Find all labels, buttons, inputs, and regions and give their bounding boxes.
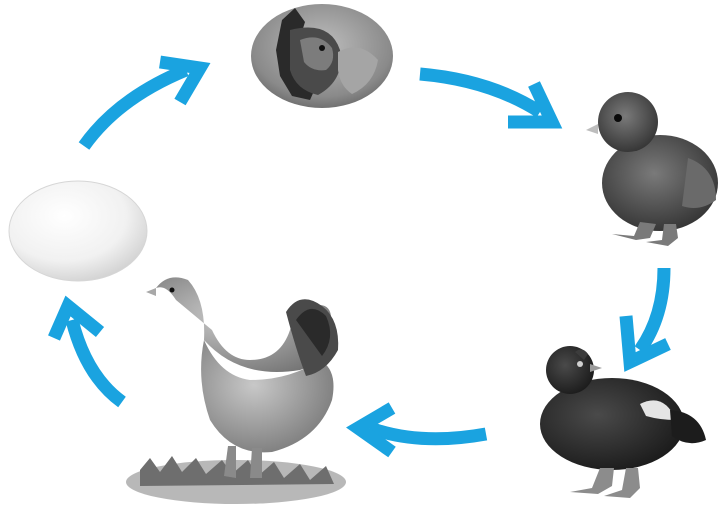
egg-icon bbox=[9, 181, 147, 281]
arrow-hatching-to-chick bbox=[420, 74, 552, 122]
arrow-egg-to-hatching bbox=[84, 62, 200, 146]
young-chicken-icon bbox=[540, 346, 706, 498]
hatching-egg-icon bbox=[251, 4, 393, 108]
hen-icon bbox=[126, 277, 346, 504]
arrow-young-to-hen bbox=[358, 408, 486, 452]
arrow-chick-to-young bbox=[626, 268, 668, 362]
chick-icon bbox=[586, 92, 718, 246]
arrow-hen-to-egg bbox=[54, 306, 122, 402]
